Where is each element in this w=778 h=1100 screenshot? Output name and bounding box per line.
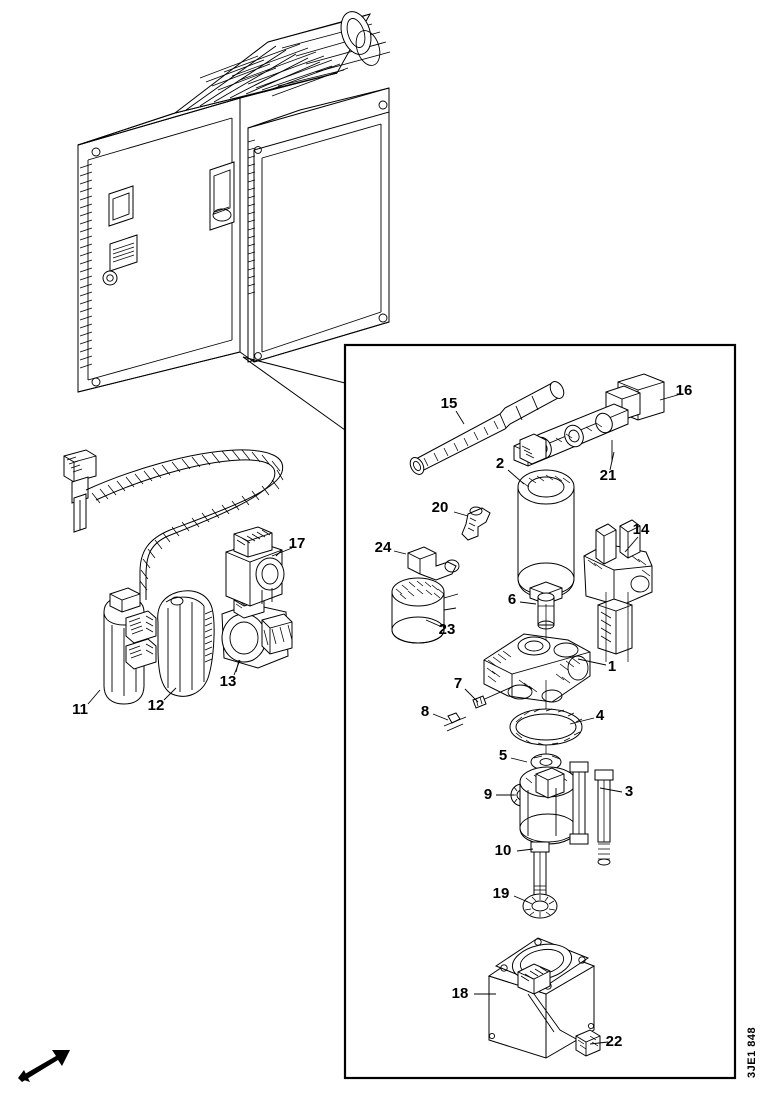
part-17-solenoid-valve <box>225 526 285 607</box>
callout-24: 24 <box>375 539 392 556</box>
callout-leader-1 <box>577 658 607 666</box>
callout-11: 11 <box>72 701 88 718</box>
callout-1: 1 <box>608 658 616 675</box>
part-15-cylinder-rod <box>409 381 565 475</box>
callout-leader-5 <box>510 757 528 763</box>
callout-leader-7 <box>464 688 479 703</box>
callout-leader-17 <box>271 547 293 557</box>
callout-3: 3 <box>625 783 633 800</box>
cabinet-to-detail-leaders <box>242 356 346 431</box>
part-11-hose-end-fitting <box>103 587 157 705</box>
callout-5: 5 <box>499 747 507 764</box>
enclosure-cabinet <box>77 11 391 393</box>
callout-leader-19 <box>513 895 529 903</box>
callout-leader-4 <box>569 717 595 725</box>
callout-12: 12 <box>148 697 165 714</box>
part-12-bracket-clamp <box>157 590 215 697</box>
callout-leader-lines <box>87 393 682 1045</box>
callout-19: 19 <box>493 885 510 902</box>
callout-21: 21 <box>600 467 617 484</box>
callout-23: 23 <box>439 621 456 638</box>
part-19-coupling-gear <box>522 893 558 919</box>
callout-leader-21 <box>609 451 615 471</box>
callout-14: 14 <box>633 521 650 538</box>
part-20-elbow-fitting <box>461 506 491 541</box>
part-3-tie-rods <box>569 761 614 866</box>
callout-20: 20 <box>432 499 449 516</box>
callout-22: 22 <box>606 1033 623 1050</box>
callout-18: 18 <box>452 985 469 1002</box>
view-direction-arrow <box>18 1050 70 1082</box>
callout-leader-16 <box>659 393 682 401</box>
part-4-o-ring-seal <box>509 708 583 746</box>
part-13-pump-unit <box>221 593 293 673</box>
callout-leader-20 <box>453 511 469 517</box>
callout-leader-15 <box>455 410 465 425</box>
part-21-valve-block-small <box>513 403 629 467</box>
callout-leader-2 <box>507 469 525 485</box>
callout-leader-14 <box>624 536 639 553</box>
callout-leader-11 <box>87 689 101 705</box>
part-7-long-screw <box>472 685 515 709</box>
pump-body-lower <box>519 766 577 845</box>
callout-8: 8 <box>421 703 429 720</box>
part-23-filter-cartridge <box>391 577 459 644</box>
cabinet-to-box-upper <box>242 356 346 384</box>
part-8-lock-washer <box>443 712 467 732</box>
part-14-manifold-block <box>583 519 653 662</box>
callout-leader-6 <box>519 601 537 605</box>
callout-leader-8 <box>432 713 449 721</box>
callout-leader-23 <box>425 619 443 628</box>
callout-9: 9 <box>484 786 492 803</box>
cabinet-to-box-lower <box>242 356 346 431</box>
part-18-reservoir-tank <box>487 937 596 1059</box>
callout-6: 6 <box>508 591 516 608</box>
callout-13: 13 <box>220 673 237 690</box>
callout-2: 2 <box>496 455 504 472</box>
callout-leader-13 <box>233 659 241 676</box>
callout-leader-3 <box>599 787 623 793</box>
part-2-motor-housing <box>517 469 575 605</box>
callout-leader-10 <box>516 848 534 852</box>
callout-leader-24 <box>393 550 407 555</box>
drawing-number: 3JE1 848 <box>746 1027 758 1078</box>
flex-hose <box>85 449 284 600</box>
detail-frame <box>343 343 737 1080</box>
callout-leader-12 <box>163 687 177 701</box>
part-10-stud-bolt <box>530 841 550 907</box>
part-5-washer <box>530 753 562 771</box>
callout-10: 10 <box>495 842 512 859</box>
callout-16: 16 <box>676 382 693 399</box>
callout-4: 4 <box>596 707 605 724</box>
hose-assembly-group <box>63 449 293 705</box>
part-24-angle-fitting <box>407 546 460 581</box>
part-1-valve-body <box>483 604 591 762</box>
callout-7: 7 <box>454 675 462 692</box>
callout-15: 15 <box>441 395 458 412</box>
callout-17: 17 <box>289 535 306 552</box>
callout-leader-22 <box>589 1041 609 1045</box>
part-22-drain-plug <box>575 1029 601 1057</box>
